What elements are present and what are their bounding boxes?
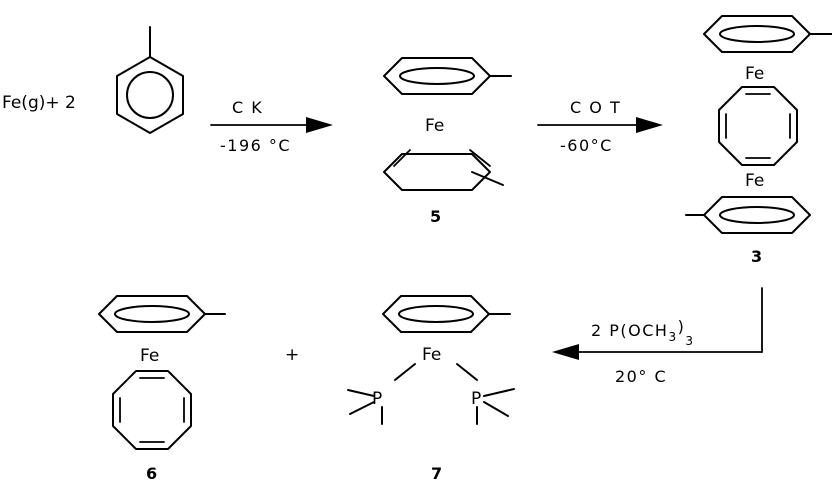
arrow-2-condition: -60°C xyxy=(560,136,613,155)
compound-6-structure xyxy=(98,295,226,450)
compound-6-iron: Fe xyxy=(140,346,159,366)
compound-6-number: 6 xyxy=(146,464,157,483)
arrow-3-condition: 20° C xyxy=(615,367,667,386)
compound-7-phosphorus-right: P xyxy=(471,389,481,409)
compound-7-phosphorus-left: P xyxy=(372,389,382,409)
reaction-arrow-1 xyxy=(210,117,333,133)
plus-sign: + xyxy=(285,345,299,365)
compound-7-number: 7 xyxy=(431,464,442,483)
compound-3-structure xyxy=(685,15,832,234)
arrow-1-reagent: C K xyxy=(232,98,263,117)
compound-5-iron: Fe xyxy=(425,116,444,136)
compound-3-iron-top: Fe xyxy=(745,64,764,84)
reaction-arrow-3 xyxy=(552,287,763,360)
compound-3-number: 3 xyxy=(751,247,762,266)
compound-7-iron: Fe xyxy=(422,345,441,365)
reaction-arrow-2 xyxy=(537,117,663,133)
arrow-1-condition: -196 °C xyxy=(220,136,291,155)
arrow-3-reagent: 2 P(OCH3)3 xyxy=(591,317,694,348)
arrow-2-reagent: C O T xyxy=(570,98,621,117)
reactant-text: Fe(g)+ 2 xyxy=(2,93,76,113)
compound-3-iron-bottom: Fe xyxy=(745,171,764,191)
compound-5-structure xyxy=(383,57,512,191)
toluene-molecule xyxy=(116,26,184,134)
compound-5-number: 5 xyxy=(430,207,441,226)
compound-7-structure xyxy=(347,295,515,425)
